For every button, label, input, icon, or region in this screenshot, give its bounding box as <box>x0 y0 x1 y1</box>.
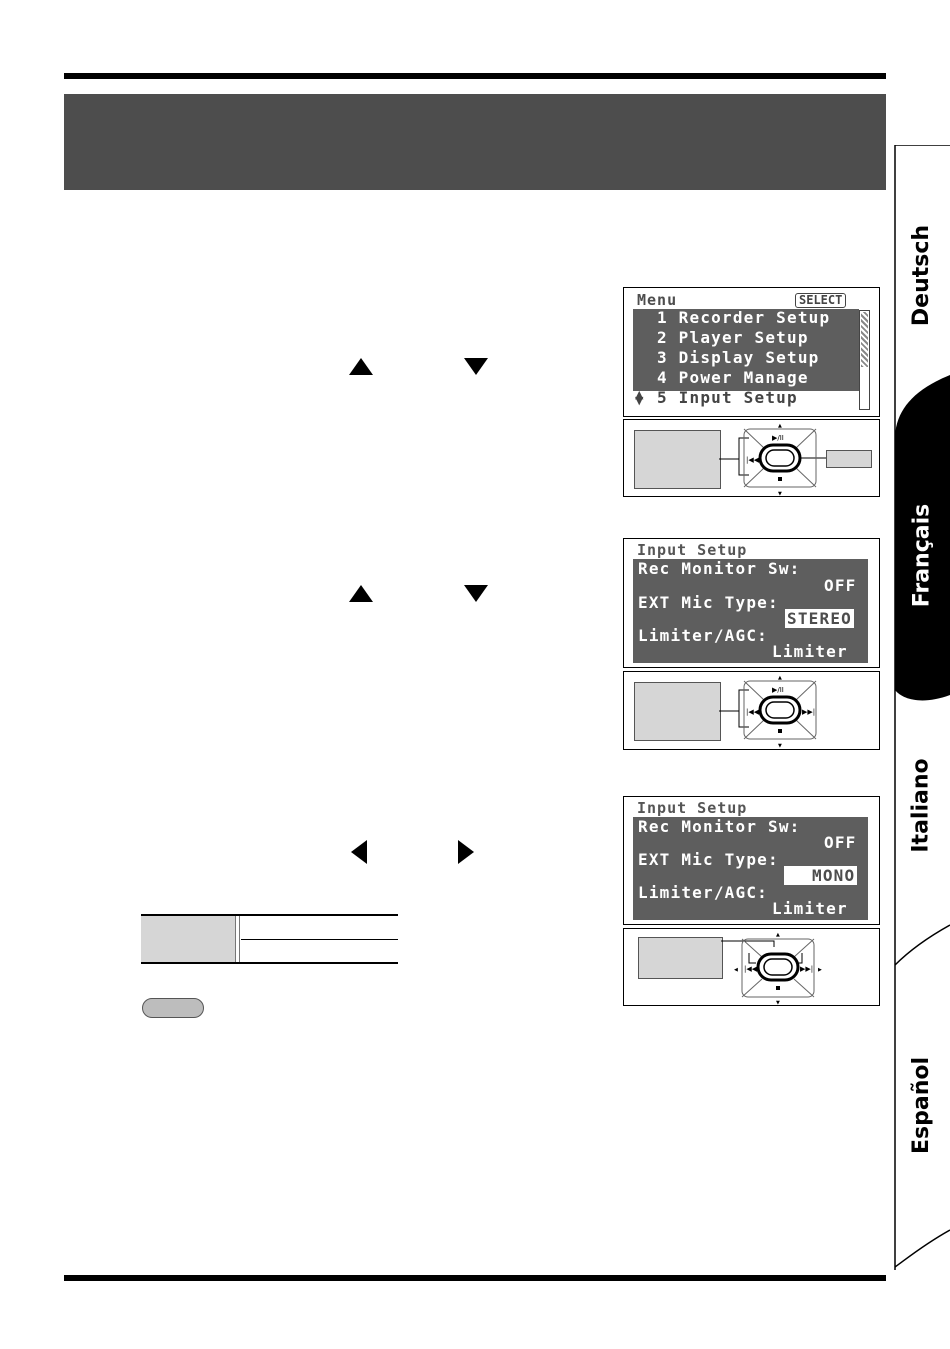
setting-label-rec-monitor: Rec Monitor Sw: <box>638 817 801 836</box>
setting-label-rec-monitor: Rec Monitor Sw: <box>638 559 801 578</box>
setting-label-ext-mic: EXT Mic Type: <box>638 850 779 869</box>
up-arrow-icon <box>349 585 373 602</box>
menu-screen: Menu SELECT 1 Recorder Setup 2 Player Se… <box>623 287 880 417</box>
setting-label-ext-mic: EXT Mic Type: <box>638 593 779 612</box>
setting-value-limiter[interactable]: Limiter <box>772 642 848 661</box>
svg-text:▼: ▼ <box>778 743 782 749</box>
setting-value-rec-monitor[interactable]: OFF <box>824 833 857 852</box>
menu-title: Menu <box>637 291 678 309</box>
svg-text:▼: ▼ <box>778 491 782 496</box>
scroll-arrows-icon: ▲▼ <box>635 388 644 407</box>
svg-text:▶▶|: ▶▶| <box>802 708 815 716</box>
table-bottom-rule <box>141 962 398 964</box>
input-setup-screen-mono: Input Setup Rec Monitor Sw: OFF EXT Mic … <box>623 796 880 925</box>
select-badge: SELECT <box>795 293 847 308</box>
control-pad-icon: ▶/II |◀◀ ▶▶| ▲ ▼ <box>719 675 817 749</box>
svg-text:|◀◀: |◀◀ <box>744 965 758 973</box>
svg-text:◀: ◀ <box>734 967 738 973</box>
svg-text:▶▶|: ▶▶| <box>800 965 813 973</box>
control-pad-icon: |◀◀ ▶▶| ◀ ▶ ▲ ▼ <box>721 932 822 1005</box>
setting-value-ext-mic[interactable]: STEREO <box>785 609 854 628</box>
menu-item-3[interactable]: 3 Display Setup <box>657 348 820 367</box>
down-arrow-icon <box>464 585 488 602</box>
menu-item-4[interactable]: 4 Power Manage <box>657 368 809 387</box>
menu-list <box>633 309 859 391</box>
table-divider <box>235 916 240 962</box>
table-row-divider <box>241 939 398 940</box>
active-tab-shape <box>895 375 950 701</box>
callout-box <box>634 430 721 489</box>
section-banner <box>64 94 886 190</box>
svg-text:▲: ▲ <box>776 932 780 938</box>
controller-panel-2: ▶/II |◀◀ ▶▶| ▲ ▼ <box>623 671 880 750</box>
select-callout <box>826 450 872 468</box>
tab-espanol[interactable]: Español <box>909 1056 935 1154</box>
table-header-cell <box>141 916 235 962</box>
control-pad-icon: ▶/II |◀◀ ▲ ▼ <box>719 423 826 496</box>
left-arrow-icon <box>351 840 367 864</box>
controller-panel-1: ▶/II |◀◀ ▲ ▼ <box>623 419 880 497</box>
right-arrow-icon <box>458 840 474 864</box>
tab-francais[interactable]: Français <box>909 503 935 607</box>
svg-text:|◀◀: |◀◀ <box>746 456 760 464</box>
language-tabs: Deutsch Français Italiano Español <box>893 145 950 1270</box>
setting-value-ext-mic[interactable]: MONO <box>784 866 858 885</box>
setting-label-limiter: Limiter/AGC: <box>638 626 768 645</box>
svg-text:▲: ▲ <box>778 675 782 681</box>
svg-text:|◀◀: |◀◀ <box>746 708 760 716</box>
tab-deutsch[interactable]: Deutsch <box>909 224 935 326</box>
table-top-rule <box>141 914 398 916</box>
svg-text:▼: ▼ <box>776 1000 780 1005</box>
tab-italiano[interactable]: Italiano <box>909 757 935 853</box>
svg-text:▲: ▲ <box>778 423 782 429</box>
down-arrow-icon <box>464 358 488 375</box>
menu-item-5[interactable]: 5 Input Setup <box>657 388 798 407</box>
tab-shapes <box>894 145 950 1270</box>
setting-value-rec-monitor[interactable]: OFF <box>824 576 857 595</box>
menu-item-1[interactable]: 1 Recorder Setup <box>657 308 831 327</box>
menu-item-2[interactable]: 2 Player Setup <box>657 328 809 347</box>
screen-title: Input Setup <box>637 541 748 559</box>
screen-title: Input Setup <box>637 799 748 817</box>
scrollbar[interactable] <box>859 310 870 410</box>
svg-text:▶/II: ▶/II <box>772 686 784 694</box>
callout-box <box>634 682 721 741</box>
svg-text:▶: ▶ <box>818 967 822 973</box>
controller-panel-3: |◀◀ ▶▶| ◀ ▶ ▲ ▼ <box>623 928 880 1006</box>
top-rule <box>64 73 886 79</box>
callout-box <box>638 937 723 979</box>
note-pill-icon <box>142 998 204 1018</box>
svg-text:▶/II: ▶/II <box>772 434 784 442</box>
setting-label-limiter: Limiter/AGC: <box>638 883 768 902</box>
up-arrow-icon <box>349 358 373 375</box>
input-setup-screen-stereo: Input Setup Rec Monitor Sw: OFF EXT Mic … <box>623 538 880 668</box>
bottom-rule <box>64 1275 886 1281</box>
setting-value-limiter[interactable]: Limiter <box>772 899 848 918</box>
